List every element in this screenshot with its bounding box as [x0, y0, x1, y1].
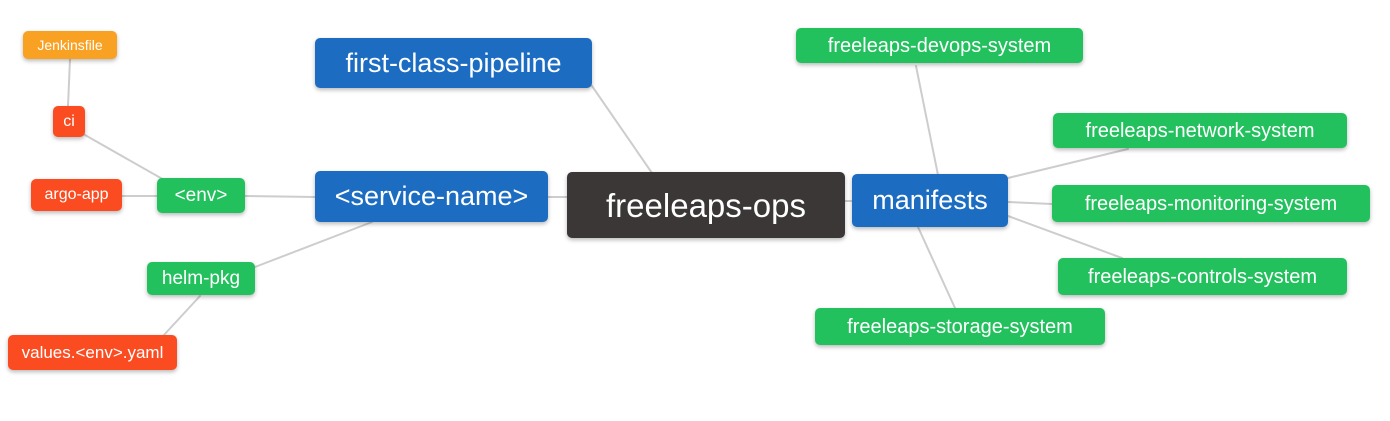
edge-helm-pkg-to-service-name [254, 221, 373, 268]
edge-jenkinsfile-to-ci [67, 58, 71, 107]
node-env[interactable]: <env> [157, 178, 245, 213]
edge-manifests-to-freeleaps-monitoring-system [1007, 201, 1053, 205]
node-freeleaps-monitoring-system[interactable]: freeleaps-monitoring-system [1052, 185, 1370, 222]
node-jenkinsfile[interactable]: Jenkinsfile [23, 31, 117, 59]
edge-manifests-to-freeleaps-storage-system [917, 226, 956, 309]
edge-manifests-to-freeleaps-network-system [1007, 148, 1129, 179]
node-argo-app[interactable]: argo-app [31, 179, 122, 211]
edge-ci-to-env [84, 134, 167, 182]
node-freeleaps-devops-system[interactable]: freeleaps-devops-system [796, 28, 1083, 63]
edge-first-class-pipeline-to-freeleaps-ops [591, 85, 653, 174]
node-freeleaps-ops[interactable]: freeleaps-ops [567, 172, 845, 238]
node-freeleaps-network-system[interactable]: freeleaps-network-system [1053, 113, 1347, 148]
node-manifests[interactable]: manifests [852, 174, 1008, 227]
node-service-name[interactable]: <service-name> [315, 171, 548, 222]
node-freeleaps-storage-system[interactable]: freeleaps-storage-system [815, 308, 1105, 345]
edge-env-to-service-name [244, 195, 316, 198]
node-values-env-yaml[interactable]: values.<env>.yaml [8, 335, 177, 370]
node-helm-pkg[interactable]: helm-pkg [147, 262, 255, 295]
node-first-class-pipeline[interactable]: first-class-pipeline [315, 38, 592, 88]
edge-freeleaps-devops-system-to-manifests [915, 65, 939, 176]
node-freeleaps-controls-system[interactable]: freeleaps-controls-system [1058, 258, 1347, 295]
edge-manifests-to-freeleaps-controls-system [1007, 215, 1123, 259]
edge-values-env-yaml-to-helm-pkg [162, 295, 201, 337]
node-ci[interactable]: ci [53, 106, 85, 137]
